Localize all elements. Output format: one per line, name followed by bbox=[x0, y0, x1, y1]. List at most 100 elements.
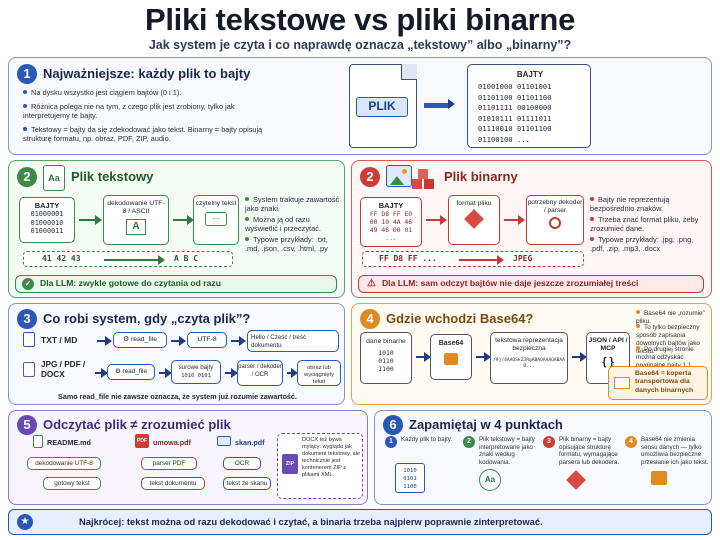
s2b-bullet-2: Trzeba znać format pliku, żeby zrozumieć… bbox=[590, 215, 699, 234]
cube-icon bbox=[464, 209, 484, 229]
text-arrow-1 bbox=[79, 215, 102, 225]
zip-icon: ZIP bbox=[282, 454, 298, 474]
file-icon: PLIK bbox=[349, 64, 417, 148]
col2-out: tekst dokumentu bbox=[141, 477, 205, 490]
magnifier-icon bbox=[549, 217, 561, 229]
format-box: format pliku bbox=[448, 195, 500, 245]
star-icon: ★ bbox=[17, 514, 33, 530]
binary-mapping: FF D8 FF ... JPEG bbox=[362, 251, 584, 267]
padlock-icon-2 bbox=[651, 471, 667, 485]
byte-line: 1100 bbox=[403, 484, 417, 490]
image-file-icon bbox=[386, 165, 412, 187]
file-to-bytes-arrow bbox=[424, 99, 455, 109]
section-4-title: Gdzie wchodzi Base64? bbox=[386, 311, 534, 326]
byte-line: 1010 bbox=[403, 468, 417, 474]
text-llm-banner: ✓Dla LLM: zwykle gotowe do czytania od r… bbox=[15, 275, 337, 293]
zip-note-box: ZIP DOCX też bywa mylący: wygląda jak do… bbox=[277, 433, 363, 499]
scanner-icon bbox=[217, 436, 231, 446]
repr-box: tekstowa reprezentacja bezpieczna /9j/4A… bbox=[490, 332, 568, 384]
col3-out: tekst ze skanu bbox=[223, 477, 271, 490]
section-6-title: Zapamiętaj w 4 punktach bbox=[409, 417, 563, 432]
col2-file: umowa.pdf bbox=[153, 438, 191, 447]
section-6-badge: 6 bbox=[383, 415, 403, 435]
byte-line: 1100 bbox=[378, 365, 394, 373]
byte-line: 01101111 00100000 bbox=[478, 103, 552, 112]
row2-type: JPG / PDF / DOCX bbox=[41, 360, 86, 379]
row2-parser: parser / dekoder / OCR bbox=[237, 360, 283, 386]
s2-bullet-3: Typowe przykłady: .txt, .md, .json, .csv… bbox=[245, 235, 328, 254]
section-5-title: Odczytać plik ≠ zrozumieć plik bbox=[43, 417, 231, 432]
byte-line: 01100100 ... bbox=[478, 134, 530, 144]
letter-a-icon: A bbox=[126, 219, 146, 235]
row1-mid: UTF-8 bbox=[187, 332, 227, 348]
s1-bullet-1: Na dysku wszystko jest ciągiem bajtów (0… bbox=[23, 88, 293, 97]
byte-line: 0101 bbox=[403, 476, 417, 482]
padlock-icon bbox=[444, 353, 458, 365]
byte-line: 01010111 01111011 bbox=[478, 113, 552, 123]
point-text: Base64 nie zmienia sensu danych — tylko … bbox=[641, 436, 709, 466]
section-3-title: Co robi system, gdy „czyta plik”? bbox=[43, 311, 251, 326]
page-title: Pliki tekstowe vs pliki binarne bbox=[144, 2, 576, 37]
s4-bullet-1: Base64 nie „rozumie” pliku. bbox=[636, 310, 705, 325]
pdf-icon: PDF bbox=[135, 434, 149, 448]
page-subtitle: Jak system je czyta i co naprawdę oznacz… bbox=[148, 38, 572, 52]
s2b-bullet-3: Typowe przykłady: .jpg, .png, .pdf, .zip… bbox=[590, 235, 694, 254]
col2-step: parser PDF bbox=[141, 457, 197, 470]
s1-bullet-2: Różnica polega nie na tym, z czego plik … bbox=[23, 102, 235, 121]
section-1-panel: 1 Najważniejsze: każdy plik to bajty Na … bbox=[8, 57, 712, 155]
txt-file-icon bbox=[23, 332, 35, 347]
text-mapping: 41 42 43 A B C bbox=[23, 251, 233, 267]
byte-line: 01101100 01101100 bbox=[478, 92, 552, 102]
aa-icon: Aa bbox=[479, 469, 501, 491]
bytes-title: BAJTY bbox=[516, 70, 544, 79]
decode-box: dekodowanie UTF-8 / ASCII A bbox=[103, 195, 169, 245]
readable-text-box: czytelny tekst ... bbox=[193, 195, 239, 245]
file-label: PLIK bbox=[356, 97, 408, 117]
col1-step: dekodowanie UTF-8 bbox=[27, 457, 101, 470]
byte-line: ... bbox=[385, 234, 397, 242]
row2-out: obraz lub wyciągnięty tekst bbox=[297, 360, 341, 386]
col3-step: OCR bbox=[223, 457, 261, 470]
section-2-title: Plik tekstowy bbox=[71, 169, 154, 184]
s2-bullet-2: Można ją od razu wyświetlić i przeczytać… bbox=[245, 215, 321, 234]
point-number: 1 bbox=[385, 436, 397, 448]
section-3-note: Samo read_file nie zawsze oznacza, że sy… bbox=[58, 392, 297, 401]
byte-line: 0110 bbox=[378, 357, 394, 365]
envelope-icon bbox=[614, 377, 630, 389]
s1-bullet-3: Tekstowy = bajty da się zdekodować jako … bbox=[23, 125, 263, 144]
footer-banner: ★ Najkrócej: tekst można od razu dekodow… bbox=[8, 509, 712, 535]
point-text: Każdy plik to bajty. bbox=[401, 436, 453, 443]
binary-llm-banner: ⚠Dla LLM: sam odczyt bajtów nie daje jes… bbox=[358, 275, 704, 293]
binary-file-icon bbox=[23, 362, 35, 377]
byte-line: FF D8 FF E0 bbox=[369, 210, 413, 218]
byte-line: 49 46 00 01 bbox=[369, 226, 413, 234]
point-text: Plik binarny = bajty opisujące strukturę… bbox=[559, 436, 620, 466]
section-2b-badge: 2 bbox=[360, 167, 380, 187]
base64-box: Base64 bbox=[430, 334, 472, 380]
binary-arrow-2 bbox=[504, 215, 525, 225]
byte-line: 01000001 bbox=[30, 210, 64, 218]
speech-bubble-icon: ... bbox=[205, 212, 227, 226]
col1-out: gotowy tekst bbox=[43, 477, 101, 490]
row1-out: Hello / Cześć / treść dokumentu bbox=[247, 330, 339, 352]
row2-tool: ⚙ read_file bbox=[107, 364, 155, 380]
row1-type: TXT / MD bbox=[41, 335, 78, 345]
text-arrow-2 bbox=[173, 215, 194, 225]
section-3-badge: 3 bbox=[17, 309, 37, 329]
s4-bullet-3: Po drugiej stronie można odzyskać orygin… bbox=[636, 346, 694, 369]
col3-file: skan.pdf bbox=[235, 438, 265, 447]
braces-icon: { } bbox=[602, 356, 614, 368]
section-4-badge: 4 bbox=[360, 309, 380, 329]
s2-bullet-1: System traktuje zawartość jako znaki. bbox=[245, 195, 340, 214]
byte-line: 01000010 bbox=[30, 218, 64, 227]
base64-callout: Base64 = koperta transportowa dla danych… bbox=[608, 366, 708, 400]
byte-line: 01000011 bbox=[30, 227, 64, 235]
byte-line: 00 10 4A 46 bbox=[369, 218, 413, 226]
